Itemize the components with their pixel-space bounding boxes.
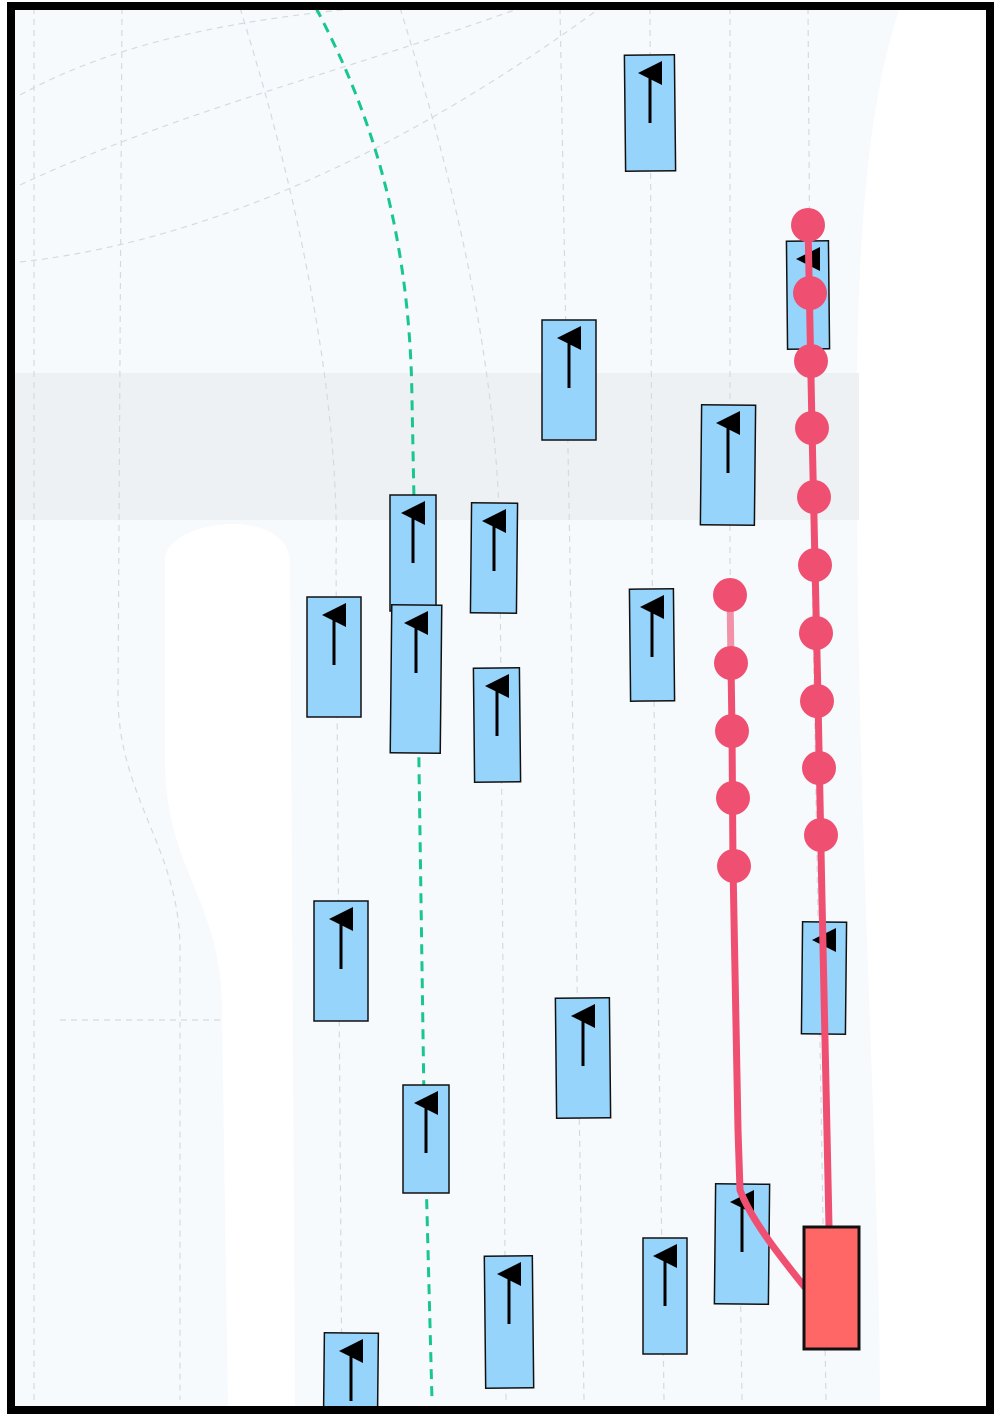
waypoint-icon — [715, 714, 749, 748]
vehicle — [541, 319, 597, 441]
waypoint-icon — [794, 344, 828, 378]
vehicles — [306, 53, 848, 1409]
waypoint-icon — [798, 548, 832, 582]
waypoint-icon — [716, 781, 750, 815]
frame-border — [7, 2, 994, 1414]
vehicle — [699, 403, 757, 527]
vehicle — [472, 667, 522, 783]
ego-vehicle — [802, 1225, 861, 1351]
waypoint-icon — [795, 411, 829, 445]
vehicle — [628, 588, 676, 702]
waypoint-icon — [793, 276, 827, 310]
planned-route — [314, 7, 434, 1401]
vehicle — [402, 1084, 450, 1194]
waypoint-icon — [799, 616, 833, 650]
offroad-top-right — [856, 8, 984, 1408]
waypoint-icon — [714, 646, 748, 680]
vehicle-body — [389, 603, 443, 755]
median-island — [165, 524, 295, 1408]
vehicle — [322, 1331, 380, 1409]
waypoint-icon — [791, 208, 825, 242]
vehicle — [554, 996, 612, 1120]
vehicle — [642, 1237, 688, 1355]
waypoint-icon — [717, 849, 751, 883]
vehicle — [483, 1254, 535, 1390]
waypoint-icon — [797, 480, 831, 514]
vehicle — [623, 53, 677, 173]
vehicle — [306, 596, 362, 718]
vehicle — [469, 502, 519, 614]
vehicle — [389, 603, 443, 755]
vehicle — [389, 494, 437, 612]
waypoint-icon — [713, 578, 747, 612]
waypoints — [713, 208, 838, 883]
waypoint-icon — [804, 818, 838, 852]
waypoint-icon — [800, 684, 834, 718]
waypoint-icon — [802, 751, 836, 785]
vehicle — [313, 900, 369, 1022]
